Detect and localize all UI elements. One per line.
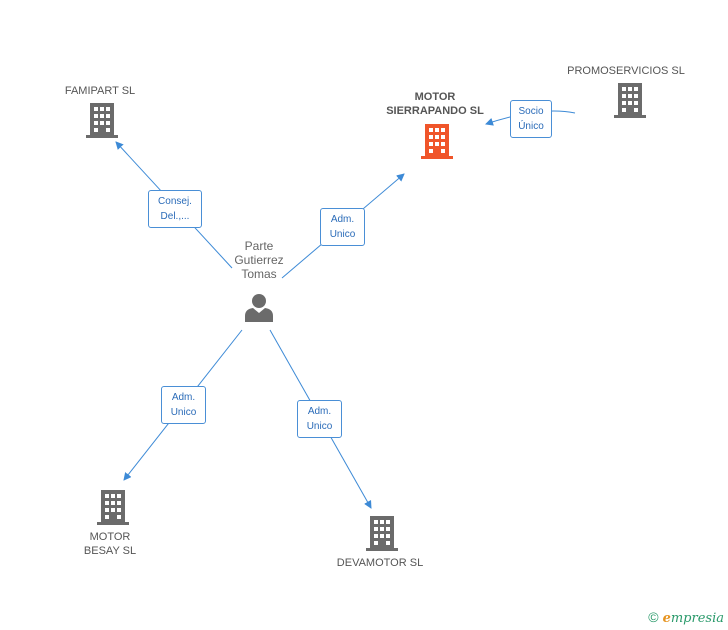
footer-brand[interactable]: ©empresia [648,609,724,626]
building-icon[interactable] [421,124,453,160]
company-name-motor-sierrapando[interactable]: MOTOR SIERRAPANDO SL [386,91,484,117]
person-icon[interactable] [245,292,273,322]
copyright-symbol: © [648,609,659,625]
brand-initial: e [662,611,671,626]
relation-label-promoservicios[interactable]: Socio Único [510,100,552,138]
relation-label-besay[interactable]: Adm. Unico [161,386,206,424]
brand-name: mpresia [670,611,724,626]
company-name-devamotor[interactable]: DEVAMOTOR SL [336,557,424,569]
person-name[interactable]: Parte Gutierrez Tomas [234,239,284,281]
company-name-motor-besay[interactable]: MOTOR BESAY SL [83,531,137,557]
relation-label-sierrapando[interactable]: Adm. Unico [320,208,365,246]
building-icon[interactable] [614,83,646,119]
building-icon[interactable] [97,490,129,526]
relation-label-famipart[interactable]: Consej. Del.,... [148,190,202,228]
company-name-promoservicios[interactable]: PROMOSERVICIOS SL [567,65,685,77]
company-name-famipart[interactable]: FAMIPART SL [64,85,136,97]
building-icon[interactable] [86,103,118,139]
building-icon[interactable] [366,516,398,552]
relation-label-devamotor[interactable]: Adm. Unico [297,400,342,438]
